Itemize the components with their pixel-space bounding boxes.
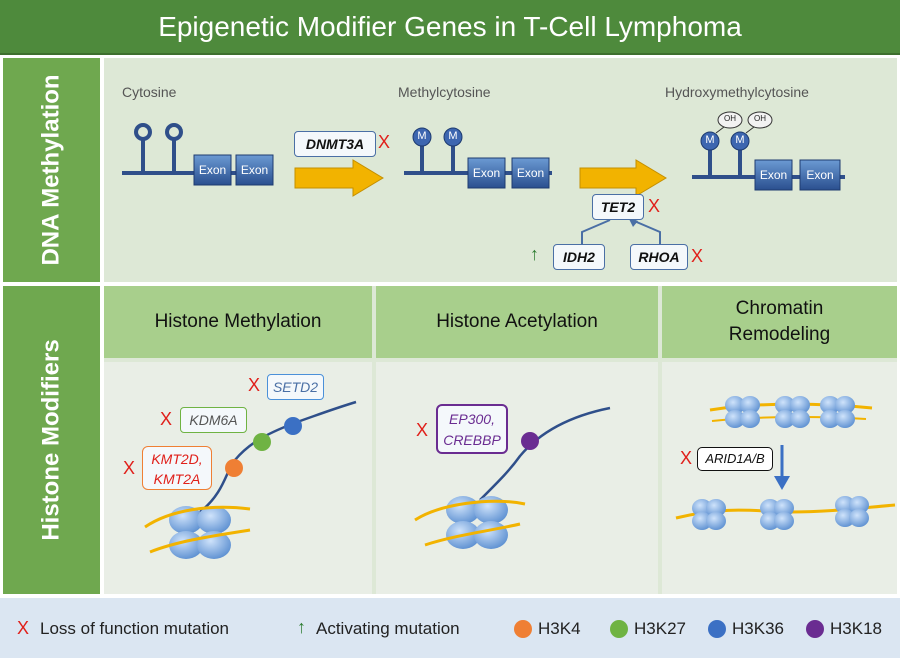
legend-loss-label: Loss of function mutation <box>40 619 230 638</box>
legend-swatch-h3k27 <box>610 620 628 638</box>
gene-kmt2d: KMT2D, <box>151 451 203 467</box>
gene-arid1a: ARID1A/B <box>697 447 773 471</box>
gene-crebbp: CREBBP <box>443 432 501 448</box>
loss-mark-dnmt3a: X <box>378 132 391 152</box>
loss-mark-kdm6a: X <box>160 409 173 429</box>
loss-mark-setd2: X <box>248 375 261 395</box>
legend-activating-label: Activating mutation <box>316 619 460 638</box>
hydroxymethylcytosine-label: Hydroxymethylcytosine <box>665 84 809 100</box>
legend <box>0 598 900 658</box>
h3k36-mark <box>284 417 302 435</box>
hydroxyl-label: OH <box>754 114 766 123</box>
gene-ep300: EP300, <box>449 411 495 427</box>
methyl-label: M <box>705 134 715 146</box>
column-header-histone-methylation-label: Histone Methylation <box>154 311 322 332</box>
tet2-arrow <box>579 159 667 197</box>
legend-swatch-h3k4 <box>514 620 532 638</box>
legend-label-h3k18: H3K18 <box>830 619 882 638</box>
methyl-label: M <box>448 130 458 142</box>
legend-label-h3k4: H3K4 <box>538 619 581 638</box>
exon-label: Exon <box>759 168 788 182</box>
loss-mark-rhoa: X <box>691 246 704 266</box>
hydroxymethylated-dna <box>692 111 845 191</box>
gene-kmt2a: KMT2A <box>153 471 201 487</box>
column-header-histone-acetylation-label: Histone Acetylation <box>436 311 598 332</box>
exon-label: Exon <box>472 166 501 180</box>
exon-label: Exon <box>806 168 834 182</box>
legend-loss-mark: X <box>17 618 30 638</box>
gene-kmt2: KMT2D, KMT2A <box>142 446 212 490</box>
title-bar <box>0 0 900 55</box>
gene-setd2: SETD2 <box>267 374 324 400</box>
gene-idh2: IDH2 <box>553 244 605 270</box>
chromatin-remodeling-nucleosomes <box>675 396 896 530</box>
legend-swatch-h3k18 <box>806 620 824 638</box>
h3k27-mark <box>253 433 271 451</box>
gene-tet2: TET2 <box>592 194 644 220</box>
side-label-dna: DNA Methylation <box>3 58 100 282</box>
legend-label-h3k36: H3K36 <box>732 619 784 638</box>
methylated-dna <box>404 127 552 189</box>
exon-label: Exon <box>198 163 227 177</box>
methyl-label: M <box>735 134 745 146</box>
histone-acetylation-nucleosome <box>414 406 611 549</box>
column-header-chromatin-remodeling: Chromatin Remodeling <box>662 286 897 358</box>
loss-mark-ep300: X <box>416 420 429 440</box>
hydroxyl-label: OH <box>724 114 736 123</box>
gene-ep300-crebbp: EP300, CREBBP <box>436 404 508 454</box>
diagram-title: Epigenetic Modifier Genes in T-Cell Lymp… <box>158 11 742 42</box>
exon-label: Exon <box>516 166 545 180</box>
side-label-histone: Histone Modifiers <box>3 286 100 594</box>
unmethylated-dna <box>122 123 274 186</box>
column-header-chromatin-remodeling-label: Chromatin Remodeling <box>728 298 831 345</box>
activating-mark-idh2: ↑ <box>530 244 539 264</box>
legend-swatch-h3k36 <box>708 620 726 638</box>
loss-mark-arid1a: X <box>680 448 693 468</box>
histone-acetylation-body <box>376 362 658 594</box>
gene-dnmt3a: DNMT3A <box>294 131 376 157</box>
legend-activating-mark: ↑ <box>297 617 306 637</box>
loss-mark-tet2: X <box>648 196 661 216</box>
cytosine-label: Cytosine <box>122 84 177 100</box>
gene-kdm6a: KDM6A <box>180 407 247 433</box>
h3k4-mark <box>225 459 243 477</box>
legend-label-h3k27: H3K27 <box>634 619 686 638</box>
methyl-label: M <box>417 130 427 142</box>
histone-methylation-nucleosome <box>144 400 357 559</box>
exon-label: Exon <box>240 163 269 177</box>
methylcytosine-label: Methylcytosine <box>398 84 491 100</box>
h3k18-mark <box>521 432 539 450</box>
loss-mark-kmt2: X <box>123 458 136 478</box>
gene-rhoa: RHOA <box>630 244 688 270</box>
column-header-histone-acetylation: Histone Acetylation <box>376 286 658 358</box>
column-header-histone-methylation: Histone Methylation <box>104 286 372 358</box>
dnmt3a-arrow <box>294 159 384 197</box>
